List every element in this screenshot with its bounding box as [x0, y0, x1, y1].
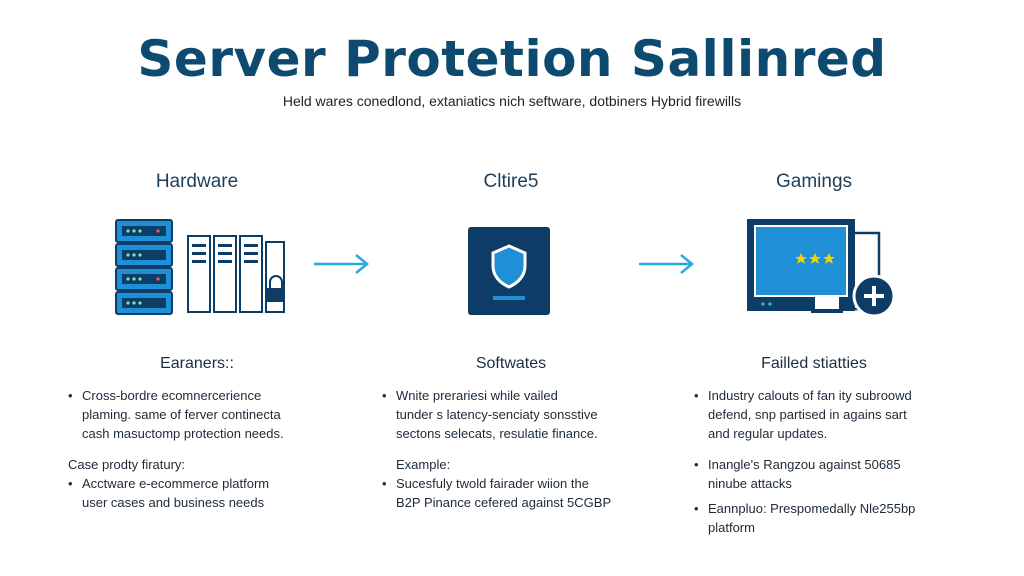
list-item-continuation: defend, snp partised in agains sart [694, 405, 994, 424]
bullet-dot-icon: • [68, 476, 73, 491]
bullet-dot-icon: • [694, 388, 699, 403]
list-item: • Wnite prerariesi while vailed [382, 386, 672, 405]
list-item-text: Inangle's Rangzou against 50685 [708, 457, 901, 472]
software-bullet-list: • Wnite prerariesi while vailed tunder s l… [382, 386, 672, 512]
bullet-dot-icon: • [68, 388, 73, 403]
list-item: • Acctware e-ecommerce platform [68, 474, 358, 493]
page-subtitle: Held wares conedlond, extaniatics nich s… [282, 93, 742, 109]
list-item-text: Acctware e-ecommerce platform [82, 476, 270, 491]
list-item-text: cash masuctomp protection needs. [82, 426, 284, 441]
list-item-continuation: plaming. same of ferver continecta [68, 405, 358, 424]
column-heading-hardware: Hardware [155, 171, 239, 192]
list-item-continuation: and regular updates. [694, 424, 994, 443]
list-item: • Eannpluo: Prespomedally Nle255bp [694, 499, 994, 518]
list-item-text: defend, snp partised in agains sart [708, 407, 907, 422]
list-item-text: plaming. same of ferver continecta [82, 407, 281, 422]
list-item-text: tunder s latency-senciaty sonsstive [396, 407, 598, 422]
server-rack-icon [115, 219, 285, 315]
list-spacer [382, 443, 672, 455]
gaming-bullet-list: • Industry calouts of fan ity subroowd def… [694, 386, 994, 537]
list-label: Case prodty firatury: [68, 455, 358, 474]
list-item-text: Eannpluo: Prespomedally Nle255bp [708, 501, 916, 516]
list-item-continuation: cash masuctomp protection needs. [68, 424, 358, 443]
bullet-dot-icon: • [382, 476, 387, 491]
list-spacer [694, 443, 994, 455]
list-item-continuation: platform [694, 518, 994, 537]
arrow-right-icon [314, 254, 369, 274]
section-heading-hardware: Earaners:: [160, 355, 234, 372]
list-item-text: platform [708, 520, 755, 535]
list-item-continuation: sectons selecats, resulatie finance. [382, 424, 672, 443]
list-item-text: Sucesfuly twold fairader wiion the [396, 476, 589, 491]
list-item-text: Industry calouts of fan ity subroowd [708, 388, 912, 403]
monitor-add-icon [747, 219, 896, 318]
list-item-text: and regular updates. [708, 426, 828, 441]
list-item-text: B2P Pinance cefered against 5CGBP [396, 495, 612, 510]
list-item-continuation: B2P Pinance cefered against 5CGBP [382, 493, 672, 512]
list-item-text: ninube attacks [708, 476, 792, 491]
list-item-continuation: user cases and business needs [68, 493, 358, 512]
list-item-continuation: tunder s latency-senciaty sonsstive [382, 405, 672, 424]
column-heading-gaming: Gamings [775, 171, 853, 192]
list-item-text: Wnite prerariesi while vailed [396, 388, 558, 403]
hardware-bullet-list: • Cross-bordre ecomnercerience plaming. sa… [68, 386, 358, 512]
list-item-continuation: ninube attacks [694, 474, 994, 493]
list-item: • Inangle's Rangzou against 50685 [694, 455, 994, 474]
section-heading-software: Softwates [475, 355, 547, 372]
bullet-dot-icon: • [694, 457, 699, 472]
list-item-text: user cases and business needs [82, 495, 265, 510]
list-label: Example: [396, 455, 672, 474]
page-title: Server Protetion Sallinred [137, 30, 887, 88]
column-heading-software: Cltire5 [483, 171, 539, 192]
list-item-text: Example: [396, 457, 451, 472]
list-item: • Sucesfuly twold fairader wiion the [382, 474, 672, 493]
list-item-text: Cross-bordre ecomnercerience [82, 388, 262, 403]
list-spacer [68, 443, 358, 455]
shield-icon [468, 227, 550, 315]
section-heading-gaming: Failled stiatties [761, 355, 867, 372]
bullet-dot-icon: • [382, 388, 387, 403]
list-item-text: sectons selecats, resulatie finance. [396, 426, 598, 441]
list-item: • Industry calouts of fan ity subroowd [694, 386, 994, 405]
list-item: • Cross-bordre ecomnercerience [68, 386, 358, 405]
bullet-dot-icon: • [694, 501, 699, 516]
list-item-text: Case prodty firatury: [68, 457, 186, 472]
arrow-right-icon [639, 254, 694, 274]
